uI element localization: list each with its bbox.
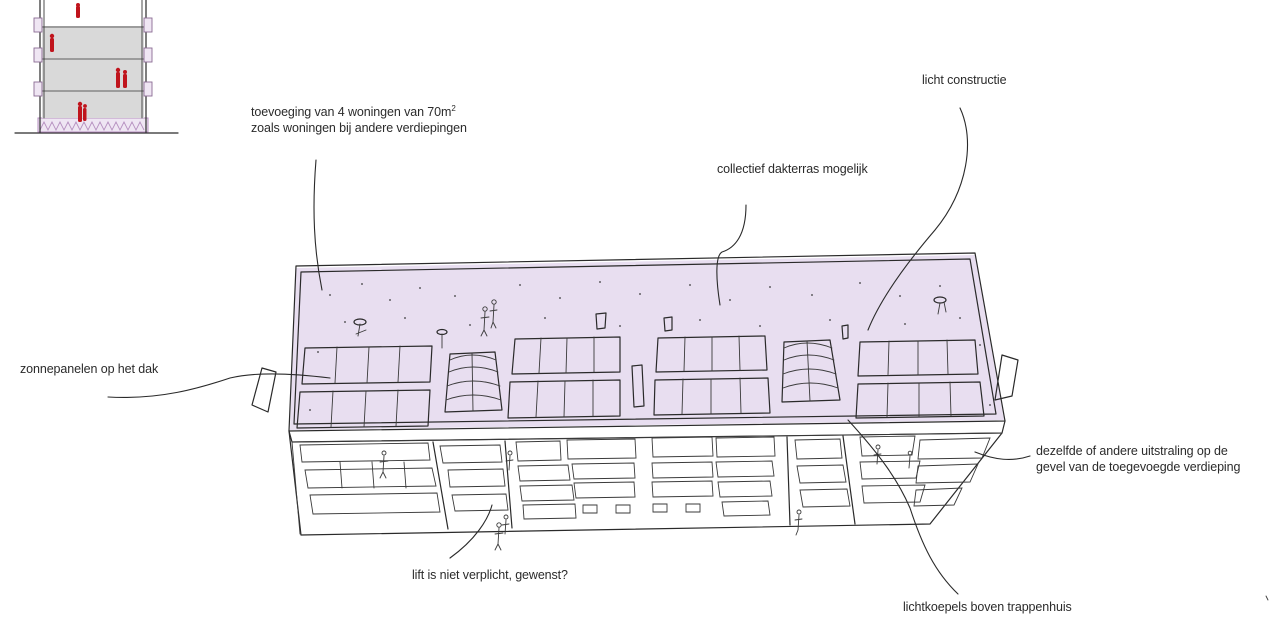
label-skylights: lichtkoepels boven trappenhuis — [903, 600, 1072, 614]
roof-furniture — [353, 296, 947, 408]
label-light-construction: licht constructie — [922, 73, 1007, 87]
solar-panels — [296, 335, 985, 429]
label-roof-terrace: collectief dakterras mogelijk — [717, 162, 868, 176]
stray-mark — [1265, 595, 1269, 601]
label-facade-line1: dezelfde of andere uitstraling op de — [1036, 444, 1228, 458]
roof-texture — [309, 281, 991, 411]
label-addition-line2: zoals woningen bij andere verdiepingen — [251, 121, 467, 135]
people-figures — [49, 3, 127, 122]
label-facade: dezelfde of andere uitstraling op de gev… — [1036, 443, 1240, 475]
label-addition-line1: toevoeging van 4 woningen van 70m — [251, 105, 452, 119]
roof-surface — [290, 255, 1004, 430]
label-solar-panels: zonnepanelen op het dak — [20, 362, 159, 376]
label-addition-superscript: 2 — [451, 103, 456, 113]
building — [251, 252, 1019, 551]
leader-lines — [107, 107, 1031, 595]
label-addition: toevoeging van 4 woningen van 70m2 zoals… — [251, 104, 467, 136]
section-diagram — [14, 0, 179, 134]
label-facade-line2: gevel van de toegevoegde verdieping — [1036, 460, 1241, 474]
facade — [291, 432, 1003, 551]
label-elevator: lift is niet verplicht, gewenst? — [412, 568, 568, 582]
skylights — [444, 339, 841, 413]
